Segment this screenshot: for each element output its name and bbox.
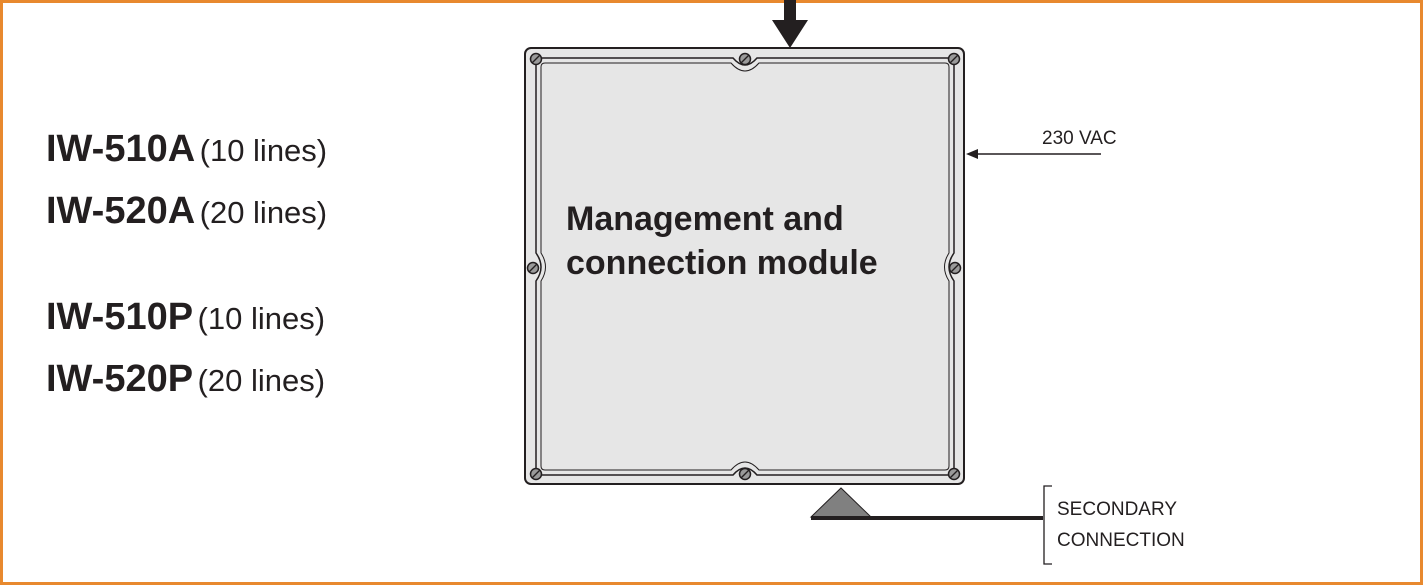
- model-code: IW-520P: [46, 358, 194, 400]
- model-item: IW-520A (20 lines): [46, 190, 327, 233]
- secondary-connection-label: SECONDARY CONNECTION: [1057, 494, 1185, 556]
- left-arrow-icon: [966, 149, 1101, 159]
- model-code: IW-510P: [46, 296, 194, 338]
- power-input-label: 230 VAC: [1042, 128, 1117, 149]
- model-lines: (10 lines): [199, 133, 328, 168]
- module-title-line: connection module: [566, 244, 878, 282]
- secondary-label-line: CONNECTION: [1057, 530, 1185, 551]
- down-arrow-icon: [772, 0, 808, 48]
- model-item: IW-510P (10 lines): [46, 296, 325, 339]
- secondary-bracket: [1043, 485, 1052, 565]
- model-code: IW-510A: [46, 128, 196, 170]
- model-lines: (20 lines): [197, 363, 326, 398]
- model-lines: (10 lines): [197, 301, 326, 336]
- model-lines: (20 lines): [199, 195, 328, 230]
- model-item: IW-510A (10 lines): [46, 128, 327, 171]
- module-title-line: Management and: [566, 200, 844, 238]
- module-title: Management and connection module: [566, 197, 878, 285]
- triangle-marker-icon: [809, 487, 873, 518]
- model-item: IW-520P (20 lines): [46, 358, 325, 401]
- model-code: IW-520A: [46, 190, 196, 232]
- secondary-label-line: SECONDARY: [1057, 499, 1178, 520]
